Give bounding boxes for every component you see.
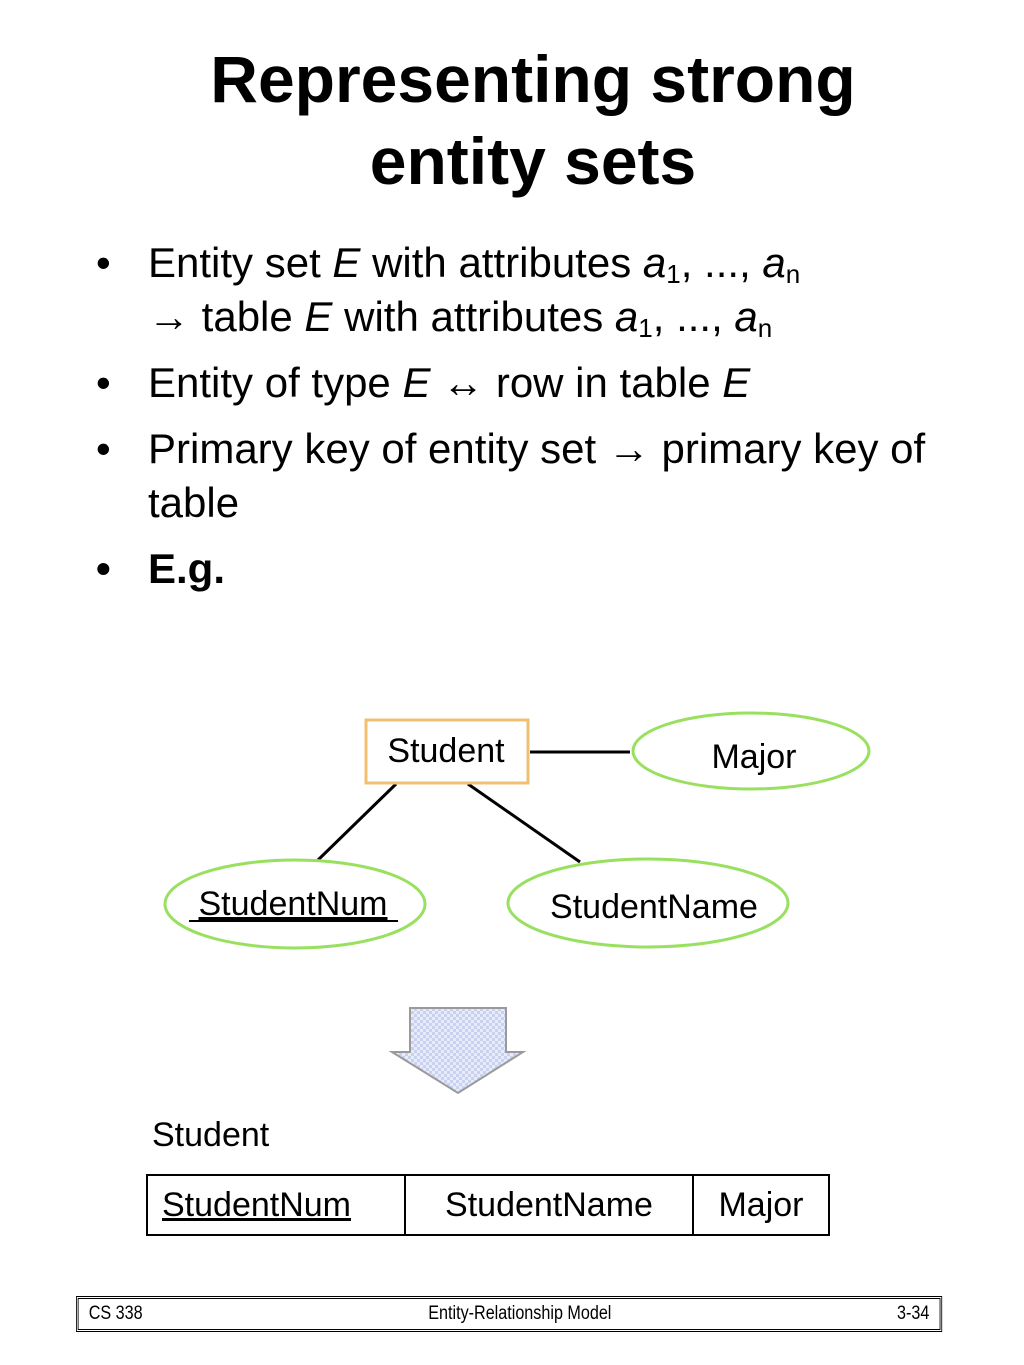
entity-symbol: E xyxy=(332,239,361,286)
entity-symbol: E xyxy=(722,359,751,406)
bullet-marker: • xyxy=(96,239,111,286)
left-right-arrow-symbol: ↔ xyxy=(430,359,496,406)
subscript: n xyxy=(785,259,801,289)
connector-line xyxy=(316,782,398,862)
bullet-list: • Entity set E with attributes a1, ..., … xyxy=(96,236,976,608)
bullet-text: with attributes xyxy=(360,239,643,286)
down-arrow-icon xyxy=(388,1007,527,1095)
subscript: n xyxy=(757,313,773,343)
bullet-text: , ..., xyxy=(680,239,763,286)
attribute-ellipse-studentnum xyxy=(163,858,427,950)
entity-symbol: E xyxy=(304,293,333,340)
table-header-major: Major xyxy=(718,1185,804,1224)
attribute-symbol: a xyxy=(642,239,667,286)
bullet-text: Entity of type xyxy=(148,359,403,406)
bullet-text: table xyxy=(190,293,305,340)
attribute-symbol: a xyxy=(734,293,758,340)
bullet-text: primary key of table xyxy=(148,425,926,526)
entity-box xyxy=(364,718,530,785)
attribute-ellipse-studentname xyxy=(506,857,790,949)
bullet-marker: • xyxy=(96,359,111,406)
relation-table: StudentNum StudentName Major xyxy=(146,1174,830,1236)
connector-line xyxy=(467,782,581,864)
attribute-label-studentnum: StudentNum xyxy=(199,885,388,923)
entity-label: Student xyxy=(387,732,505,770)
footer-topic: Entity-Relationship Model xyxy=(428,1303,612,1324)
title-line-2: entity sets xyxy=(369,124,697,198)
bullet-text: , ..., xyxy=(652,293,735,340)
table-caption: Student xyxy=(152,1116,270,1154)
table-row: StudentNum StudentName Major xyxy=(147,1175,829,1235)
table-header-studentname: StudentName xyxy=(405,1175,694,1235)
bullet-entity-set: • Entity set E with attributes a1, ..., … xyxy=(96,236,976,344)
footer-course: CS 338 xyxy=(88,1303,143,1324)
attribute-symbol: a xyxy=(614,293,639,340)
right-arrow-symbol: → xyxy=(607,425,650,472)
bullet-marker: • xyxy=(96,545,111,592)
footer-page-number: 3-34 xyxy=(897,1303,930,1324)
bullet-text: row in table xyxy=(495,359,723,406)
subscript: 1 xyxy=(666,259,681,289)
attribute-label-major: Major xyxy=(711,738,796,776)
slide-title: Representing strong entity sets xyxy=(0,38,1024,202)
table-header-studentnum: StudentNum xyxy=(147,1175,406,1235)
title-line-1: Representing strong xyxy=(210,42,856,116)
bullet-text: Primary key of entity set xyxy=(148,425,608,472)
attribute-symbol: a xyxy=(762,239,786,286)
entity-symbol: E xyxy=(402,359,431,406)
bullet-text: Entity set xyxy=(148,239,333,286)
attribute-label-studentname: StudentName xyxy=(550,888,758,926)
right-arrow-symbol: → xyxy=(148,293,190,340)
bullet-primary-key: • Primary key of entity set → primary ke… xyxy=(96,422,976,530)
slide-footer: CS 338 Entity-Relationship Model 3-34 xyxy=(76,1296,943,1332)
bullet-text: with attributes xyxy=(332,293,615,340)
subscript: 1 xyxy=(638,313,653,343)
attribute-ellipse-major xyxy=(631,711,871,791)
bullet-example: • E.g. xyxy=(96,542,976,596)
bullet-text: E.g. xyxy=(148,545,226,592)
bullet-marker: • xyxy=(96,425,111,472)
bullet-entity-type: • Entity of type E ↔ row in table E xyxy=(96,356,976,410)
